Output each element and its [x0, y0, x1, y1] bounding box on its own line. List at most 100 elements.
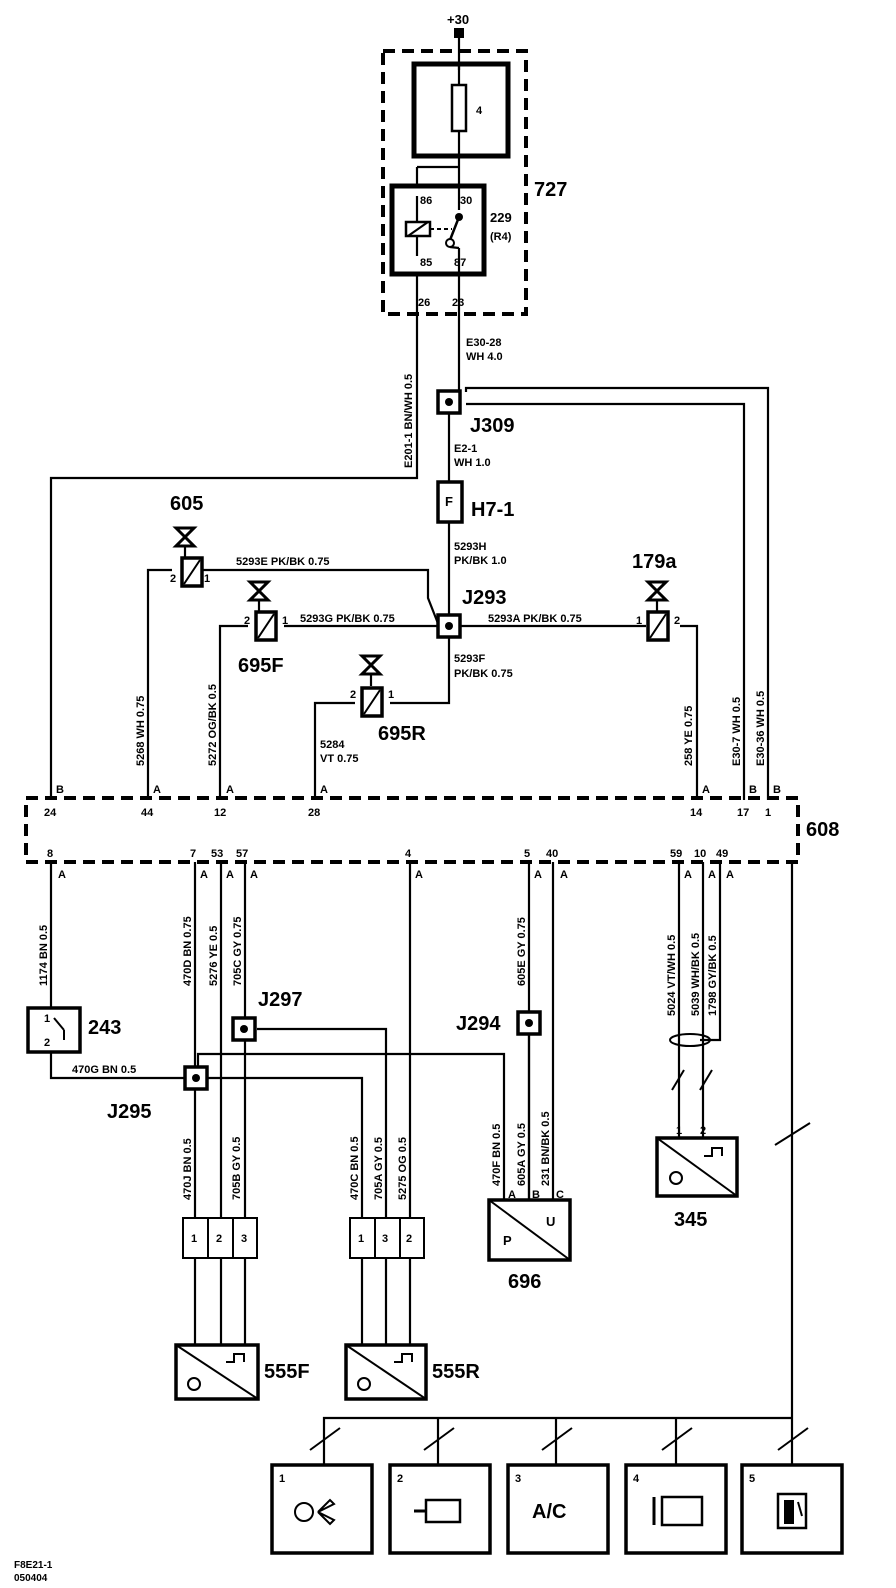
- wire-label: 231 BN/BK 0.5: [540, 1111, 552, 1186]
- ecu-pin-4: 4: [405, 848, 412, 860]
- sensor-555r: 555R: [344, 1343, 480, 1401]
- ecu-conn: A: [226, 784, 234, 796]
- wire-label: 5272 OG/BK 0.5: [207, 684, 219, 766]
- valve-605-pin2: 2: [170, 573, 176, 585]
- module-1-fan: 1: [270, 1463, 374, 1555]
- ecu-pin-1: 1: [765, 807, 771, 819]
- fuse-h7-1: F H7-1: [436, 480, 514, 524]
- switch-243-label: 243: [88, 1017, 121, 1039]
- gear-icon: [669, 1171, 683, 1185]
- valve-605-pin1: 1: [204, 573, 210, 585]
- footer-date: 050404: [14, 1573, 48, 1584]
- valve-179a-pin2: 2: [674, 615, 680, 627]
- wire-label: 5276 YE 0.5: [208, 926, 220, 986]
- module-4-num: 4: [633, 1473, 640, 1485]
- valve-179a-pin1: 1: [636, 615, 642, 627]
- switch-243: 1 2 243: [26, 1006, 121, 1054]
- wire-labels: E30-28 WH 4.0 E201-1 BN/WH 0.5 E2-1 WH 1…: [38, 337, 767, 1200]
- ecu-conn: A: [320, 784, 328, 796]
- wire-label: 5293G PK/BK 0.75: [300, 613, 395, 625]
- ecu-conn: A: [684, 869, 692, 881]
- ecu-pin-59: 59: [670, 848, 682, 860]
- wire-label: 705B GY 0.5: [231, 1137, 243, 1200]
- valve-605: 605 2 1: [170, 493, 210, 588]
- fuse-box-id: 727: [534, 179, 567, 201]
- wire-label: 705C GY 0.75: [232, 916, 244, 986]
- pulse-icon: [394, 1353, 413, 1363]
- ecu-pin-53: 53: [211, 848, 223, 860]
- valve-605-label: 605: [170, 493, 203, 515]
- sensor-696-pin-b: B: [532, 1189, 540, 1201]
- sensor-696-u: U: [546, 1214, 555, 1229]
- fuse-box-out-26: 26: [418, 297, 430, 309]
- ecu-pin-12: 12: [214, 807, 226, 819]
- sensor-555f-label: 555F: [264, 1361, 310, 1383]
- wire-label: 5293H: [454, 541, 486, 553]
- ecu-pin-44: 44: [141, 807, 154, 819]
- relay-pin-86: 86: [420, 195, 432, 207]
- splice-j294: J294: [456, 1010, 542, 1036]
- module-5-num: 5: [749, 1473, 755, 1485]
- relay-ref: (R4): [490, 231, 512, 243]
- splice-j293-label: J293: [462, 587, 507, 609]
- splice-j309-label: J309: [470, 415, 515, 437]
- switch-243-pin2: 2: [44, 1037, 50, 1049]
- sensor-555r-label: 555R: [432, 1361, 480, 1383]
- connector-555r: 1 3 2: [349, 1217, 425, 1259]
- ecu-bottom-pins: 8 7 53 57 4 5 40 59 10 49 A A A A A A A …: [47, 848, 734, 881]
- module-2-heater: 2: [388, 1463, 492, 1555]
- valve-695r-label: 695R: [378, 723, 426, 745]
- ecu-conn: B: [773, 784, 781, 796]
- module-4-compressor: 4: [624, 1463, 728, 1555]
- wire-label: E30-36 WH 0.5: [755, 691, 767, 766]
- footer: F8E21-1 050404: [14, 1560, 53, 1584]
- ecu-608: 608 24 44 12 28 14 17 1 B A A A A B B 8 …: [24, 784, 839, 881]
- sensor-345-pin2: 2: [700, 1125, 706, 1137]
- wire-label: 470D BN 0.75: [182, 916, 194, 986]
- connector-555r-pin: 3: [382, 1233, 388, 1245]
- ecu-pin-10: 10: [694, 848, 706, 860]
- wire-label: 5293F: [454, 653, 485, 665]
- sensor-696-label: 696: [508, 1271, 541, 1293]
- footer-code: F8E21-1: [14, 1560, 53, 1571]
- ecu-conn: A: [726, 869, 734, 881]
- sensor-696-p: P: [503, 1233, 512, 1248]
- valve-179a: 179a 1 2: [632, 551, 680, 642]
- valve-695f-label: 695F: [238, 655, 284, 677]
- relay-id: 229: [490, 210, 512, 225]
- sensor-345-pin1: 1: [676, 1125, 682, 1137]
- splice-j297: J297: [231, 989, 303, 1042]
- ecu-conn: A: [702, 784, 710, 796]
- module-3-label: A/C: [532, 1501, 566, 1523]
- wire-label: PK/BK 0.75: [454, 668, 513, 680]
- sensor-555f: 555F: [174, 1343, 310, 1401]
- sensor-696: A B C P U 696: [487, 1189, 572, 1293]
- relay-pin-87: 87: [454, 257, 466, 269]
- splice-j309: J309: [436, 389, 515, 437]
- wire-label: 5293E PK/BK 0.75: [236, 556, 330, 568]
- ecu-id: 608: [806, 819, 839, 841]
- splice-j294-label: J294: [456, 1013, 501, 1035]
- ecu-conn: A: [415, 869, 423, 881]
- ecu-pin-40: 40: [546, 848, 558, 860]
- wire-label: WH 1.0: [454, 457, 491, 469]
- wire-label: 605A GY 0.5: [516, 1123, 528, 1186]
- ecu-pin-14: 14: [690, 807, 703, 819]
- splice-j295: J295: [107, 1065, 209, 1123]
- fan-motor-icon: [294, 1502, 314, 1522]
- wire-label: E201-1 BN/WH 0.5: [403, 374, 415, 468]
- wire-label: 605E GY 0.75: [516, 917, 528, 986]
- module-1-num: 1: [279, 1473, 285, 1485]
- ecu-pin-17: 17: [737, 807, 749, 819]
- relay-pin-85: 85: [420, 257, 432, 269]
- wire-label: 1798 GY/BK 0.5: [707, 935, 719, 1016]
- ecu-pin-57: 57: [236, 848, 248, 860]
- ecu-conn: A: [153, 784, 161, 796]
- ecu-conn: A: [200, 869, 208, 881]
- wire-label: 5284: [320, 739, 345, 751]
- pulse-icon: [226, 1353, 245, 1363]
- ecu-conn: A: [250, 869, 258, 881]
- ecu-conn: A: [58, 869, 66, 881]
- valve-695f-pin2: 2: [244, 615, 250, 627]
